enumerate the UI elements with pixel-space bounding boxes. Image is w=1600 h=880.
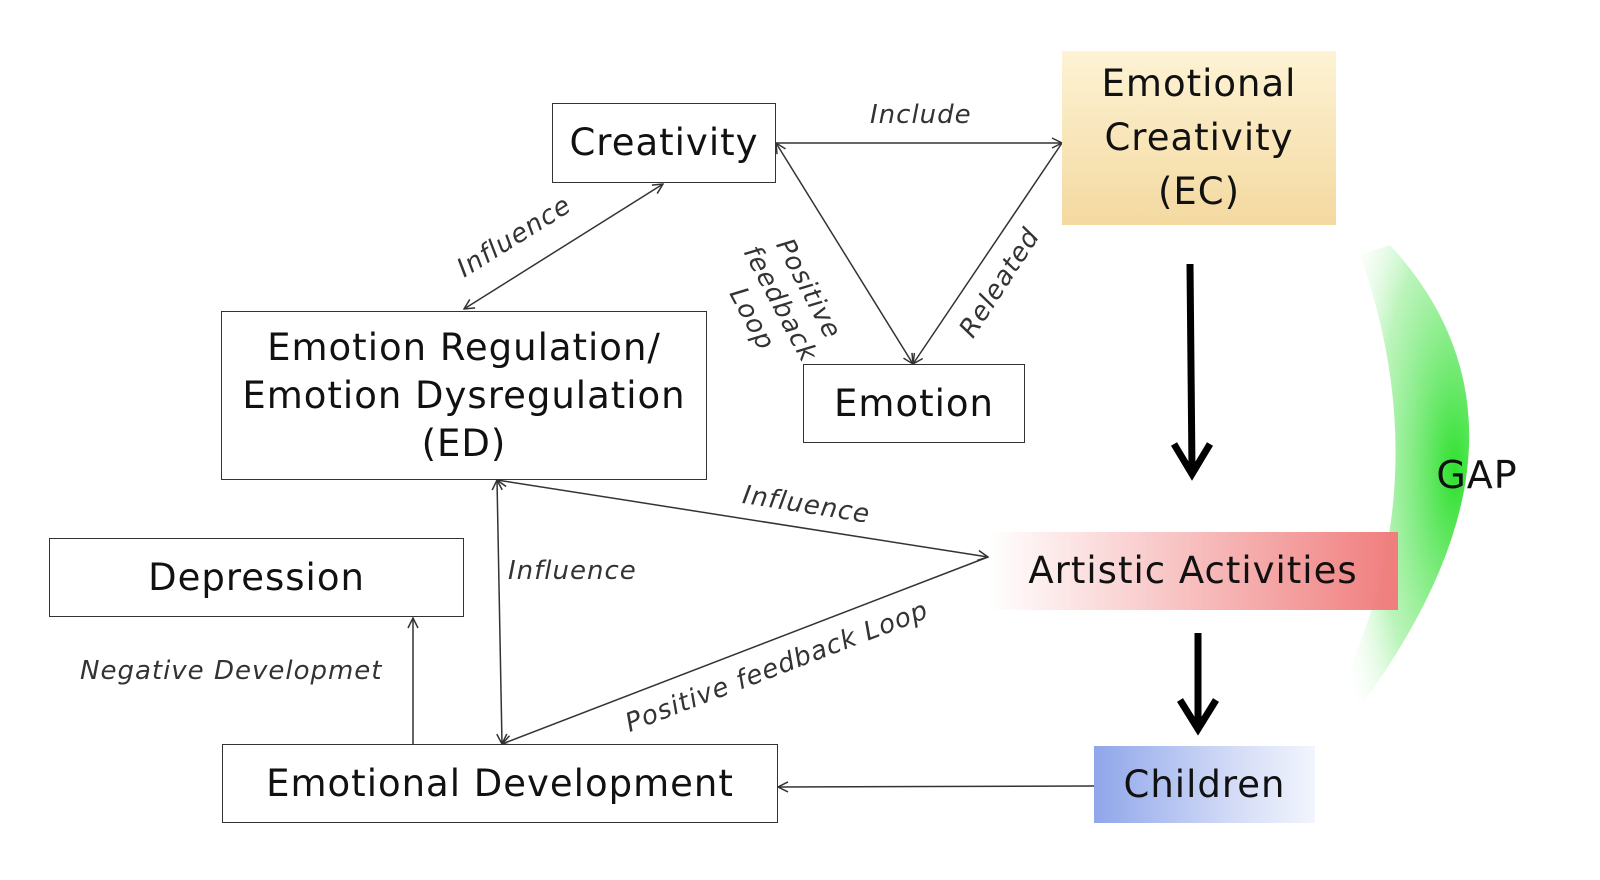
node-emotion-regulation: Emotion Regulation/ Emotion Dysregulatio… <box>221 311 707 480</box>
node-creativity: Creativity <box>552 103 776 183</box>
node-artistic-activities: Artistic Activities <box>988 532 1398 610</box>
edge-positive-feedback-art-dev <box>502 556 989 744</box>
edge-positive-feedback-creativity-emotion <box>776 143 913 364</box>
edge-influence-er-art <box>497 480 988 557</box>
edge-children-dev <box>778 786 1095 787</box>
edge-releated <box>913 142 1063 364</box>
gap-crescent <box>1324 245 1470 700</box>
edge-influence-creativity-er <box>464 184 663 309</box>
label-negative-development: Negative Developmet <box>80 656 383 686</box>
edge-influence-er-dev <box>497 480 502 744</box>
node-emotion: Emotion <box>803 364 1025 443</box>
node-depression: Depression <box>49 538 464 617</box>
node-emotional-creativity: Emotional Creativity (EC) <box>1062 51 1336 225</box>
label-influence-er-dev: Influence <box>508 556 637 586</box>
thick-arrow-ec-art <box>1170 263 1214 481</box>
thick-arrow-art-children <box>1177 633 1219 736</box>
label-include: Include <box>870 100 972 130</box>
node-gap: GAP <box>1436 453 1518 497</box>
node-emotional-development: Emotional Development <box>222 744 778 823</box>
node-children: Children <box>1094 746 1315 823</box>
